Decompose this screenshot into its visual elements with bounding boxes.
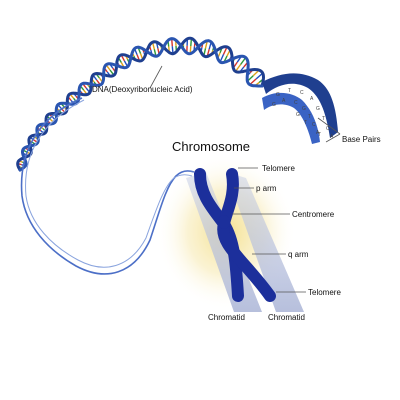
base-letter: G [302, 106, 306, 112]
dna-backbone-strand-a [16, 36, 266, 172]
label-chromatid-left: Chromatid [208, 313, 245, 322]
base-letter: G [296, 112, 300, 118]
base-letter: G [272, 102, 276, 108]
base-letter: G [276, 92, 280, 98]
base-letter: A [310, 96, 314, 102]
label-dna: DNA(Deoxyribonucleic Acid) [92, 85, 193, 94]
leader-base-pairs-1 [317, 117, 341, 135]
chromatid-shadow-right [226, 172, 304, 312]
leader-dna [149, 65, 163, 89]
ladder-backbone-inner [262, 92, 320, 144]
base-letter: T [308, 114, 311, 120]
base-letter: A [316, 130, 320, 136]
label-p-arm: p arm [256, 184, 277, 193]
base-letter: G [316, 106, 320, 112]
ladder-backbone-outer [262, 73, 338, 138]
label-chromatid-right: Chromatid [268, 313, 305, 322]
dna-backbone-strand-b [18, 37, 264, 172]
base-letter: C [312, 122, 316, 128]
base-letter: T [318, 132, 321, 138]
base-letter: A [330, 134, 334, 140]
label-q-arm: q arm [288, 250, 309, 259]
label-base-pairs: Base Pairs [342, 135, 381, 144]
base-letter: C [300, 90, 304, 96]
label-telomere-bottom: Telomere [308, 288, 341, 297]
base-letter: T [322, 116, 325, 122]
centromere-constriction [218, 215, 230, 229]
base-letter: A [282, 98, 286, 104]
dna-thread-to-chromosome [20, 97, 195, 275]
dna-thread-to-chromosome-2 [25, 99, 193, 268]
base-letter: T [304, 120, 307, 126]
label-centromere: Centromere [292, 210, 335, 219]
label-chromosome-title: Chromosome [172, 139, 250, 154]
base-letter: C [294, 100, 298, 106]
leader-base-pairs-2 [325, 133, 341, 143]
label-telomere-top: Telomere [262, 164, 295, 173]
base-letter: T [288, 88, 291, 94]
base-letter: C [326, 126, 330, 132]
